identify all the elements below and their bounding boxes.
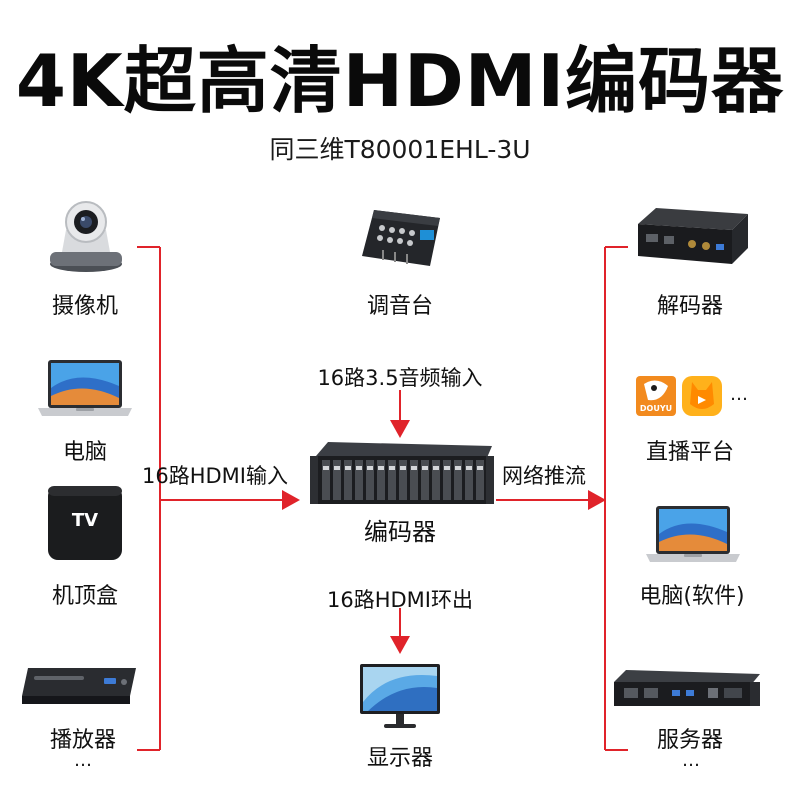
monitor-icon — [360, 664, 440, 728]
outputs-more: … — [682, 750, 701, 771]
platform-logo-text: DOUYU — [639, 404, 673, 413]
output-label-live-platform: 直播平台 — [645, 440, 734, 465]
loop-out-label: 16路HDMI环出 — [327, 588, 473, 612]
model-subtitle: 同三维T80001EHL-3U — [269, 135, 531, 164]
encoder-rack-icon — [310, 442, 494, 504]
laptop-icon — [38, 360, 132, 416]
stream-label: 网络推流 — [502, 464, 586, 488]
stream-output-arrow — [496, 490, 606, 510]
audio-mixer-icon — [362, 210, 440, 266]
decoder-box-icon — [638, 208, 748, 264]
output-label-computer-software: 电脑(软件) — [639, 584, 745, 609]
input-label-settop-box: 机顶盒 — [51, 584, 118, 609]
loop-out-arrow — [390, 608, 410, 654]
page-title: 4K超高清HDMI编码器 — [15, 39, 785, 123]
mixer-label: 调音台 — [366, 294, 433, 319]
hdmi-input-arrow — [160, 490, 300, 510]
hdmi-input-label: 16路HDMI输入 — [142, 464, 288, 488]
encoder-label: 编码器 — [364, 518, 436, 546]
output-label-server: 服务器 — [656, 728, 723, 753]
inputs-more: … — [74, 750, 93, 771]
rack-server-icon — [614, 670, 760, 706]
input-label-computer: 电脑 — [62, 440, 107, 465]
input-label-player: 播放器 — [49, 728, 116, 753]
monitor-label: 显示器 — [366, 746, 433, 771]
dvd-player-icon — [22, 668, 136, 704]
tv-box-icon — [48, 486, 122, 560]
ptz-camera-icon — [50, 201, 122, 272]
laptop-icon — [646, 506, 740, 562]
live-platform-icon — [636, 376, 722, 416]
audio-input-label: 16路3.5音频输入 — [317, 366, 483, 390]
platform-more: … — [730, 384, 749, 405]
output-label-decoder: 解码器 — [656, 294, 723, 319]
output-bus-line — [604, 246, 628, 751]
input-bus-line — [137, 246, 161, 751]
input-label-camera: 摄像机 — [51, 294, 118, 319]
tv-box-text: TV — [71, 510, 99, 531]
audio-input-arrow — [390, 390, 410, 438]
